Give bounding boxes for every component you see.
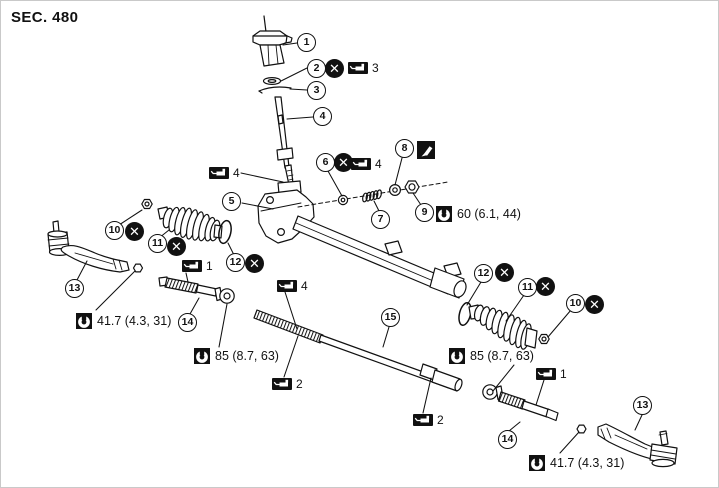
part-4-pinion-shaft-drawing [274, 96, 294, 186]
sealant-tube-icon [417, 141, 435, 164]
callout-6: 6 [316, 153, 335, 172]
callout-4: 4 [313, 107, 332, 126]
callout-12-right: 12 [474, 264, 493, 283]
part-5-gear-housing-drawing [257, 180, 467, 299]
torque-wrench-icon [76, 313, 92, 329]
part-12-left-clamp-ring-drawing [218, 219, 232, 245]
grease-gun-icon [182, 260, 202, 272]
grease-mark-2-rack-right: 2 [413, 414, 444, 426]
callout-10-right: 10 [566, 294, 585, 313]
part-13-right-tie-rod-end-drawing [597, 423, 678, 468]
grease-point-number: 4 [233, 166, 240, 180]
torque-wrench-icon [449, 348, 465, 364]
callout-11-left: 11 [148, 234, 167, 253]
torque-value: 60 (6.1, 44) [457, 206, 521, 221]
torque-value: 85 (8.7, 63) [470, 348, 534, 363]
callout-11-right: 11 [518, 278, 537, 297]
callout-14-left: 14 [178, 313, 197, 332]
grease-point-number: 4 [375, 157, 382, 171]
grease-point-number: 4 [301, 279, 308, 293]
part-11-left-boot-drawing [157, 206, 223, 242]
torque-spec-lock-nut: 60 (6.1, 44) [436, 206, 521, 222]
torque-wrench-icon [529, 455, 545, 471]
callout-1: 1 [297, 33, 316, 52]
callout-12-left: 12 [226, 253, 245, 272]
torque-value: 85 (8.7, 63) [215, 348, 279, 363]
part-9-lock-nut-drawing [404, 180, 420, 194]
part-13-left-tie-rod-end-drawing [47, 220, 130, 273]
part-10-left-nut-drawing [141, 198, 153, 210]
grease-gun-icon [413, 414, 433, 426]
part-14-right-inner-tie-rod-drawing [482, 384, 587, 434]
callout-10-left: 10 [105, 221, 124, 240]
part-7-spring-drawing [362, 189, 382, 203]
grease-mark-2-rack-left: 2 [272, 378, 303, 390]
part-3-seal-drawing [258, 86, 292, 94]
grease-point-number: 2 [296, 377, 303, 391]
leader-lines [76, 42, 643, 454]
grease-mark-4-retainer: 4 [351, 158, 382, 170]
non-reusable-icon-part2: ✕ [325, 59, 344, 78]
torque-wrench-icon [436, 206, 452, 222]
torque-spec-inner-socket-left: 85 (8.7, 63) [194, 348, 279, 364]
part-14-left-inner-tie-rod-drawing [132, 263, 235, 304]
torque-value: 41.7 (4.3, 31) [550, 455, 625, 470]
callout-8: 8 [395, 139, 414, 158]
callout-9: 9 [415, 203, 434, 222]
assembly-axis-dashed-line [297, 181, 449, 208]
grease-gun-icon [348, 62, 368, 74]
callout-13-left: 13 [65, 279, 84, 298]
grease-point-number: 3 [372, 61, 379, 75]
grease-mark-4-pinion: 4 [209, 167, 240, 179]
non-reusable-icon-part11-right: ✕ [536, 277, 555, 296]
non-reusable-icon-part12-left: ✕ [245, 254, 264, 273]
grease-point-number: 1 [560, 367, 567, 381]
part-1-steering-coupling-drawing [252, 15, 293, 67]
grease-point-number: 2 [437, 413, 444, 427]
torque-spec-inner-socket-right: 85 (8.7, 63) [449, 348, 534, 364]
grease-gun-icon [272, 378, 292, 390]
part-6-retainer-drawing [337, 194, 349, 206]
grease-mark-3: 3 [348, 62, 379, 74]
grease-gun-icon [209, 167, 229, 179]
callout-3: 3 [307, 81, 326, 100]
grease-gun-icon [277, 280, 297, 292]
torque-wrench-icon [194, 348, 210, 364]
non-reusable-icon-part12-right: ✕ [495, 263, 514, 282]
grease-point-number: 1 [206, 259, 213, 273]
grease-mark-4-rack: 4 [277, 280, 308, 292]
non-reusable-icon-part10-right: ✕ [585, 295, 604, 314]
non-reusable-icon-part6: ✕ [334, 153, 353, 172]
callout-15: 15 [381, 308, 400, 327]
grease-gun-icon [351, 158, 371, 170]
torque-spec-tie-rod-end-right: 41.7 (4.3, 31) [529, 455, 624, 471]
torque-value: 41.7 (4.3, 31) [97, 313, 172, 328]
callout-13-right: 13 [633, 396, 652, 415]
grease-gun-icon [536, 368, 556, 380]
non-reusable-icon-part10-left: ✕ [125, 222, 144, 241]
part-8-washer-drawing [389, 184, 402, 197]
part-11-right-boot-drawing [468, 304, 538, 350]
part-2-dust-cover-drawing [262, 76, 282, 85]
callout-7: 7 [371, 210, 390, 229]
part-10-right-nut-drawing [538, 333, 550, 345]
torque-spec-tie-rod-end-left: 41.7 (4.3, 31) [76, 313, 171, 329]
non-reusable-icon-part11-left: ✕ [167, 237, 186, 256]
callout-14-right: 14 [498, 430, 517, 449]
grease-mark-1-left: 1 [182, 260, 213, 272]
section-label: SEC. 480 [11, 9, 79, 26]
part-15-rack-shaft-drawing [253, 309, 463, 392]
callout-5: 5 [222, 192, 241, 211]
callout-2: 2 [307, 59, 326, 78]
grease-mark-1-right: 1 [536, 368, 567, 380]
